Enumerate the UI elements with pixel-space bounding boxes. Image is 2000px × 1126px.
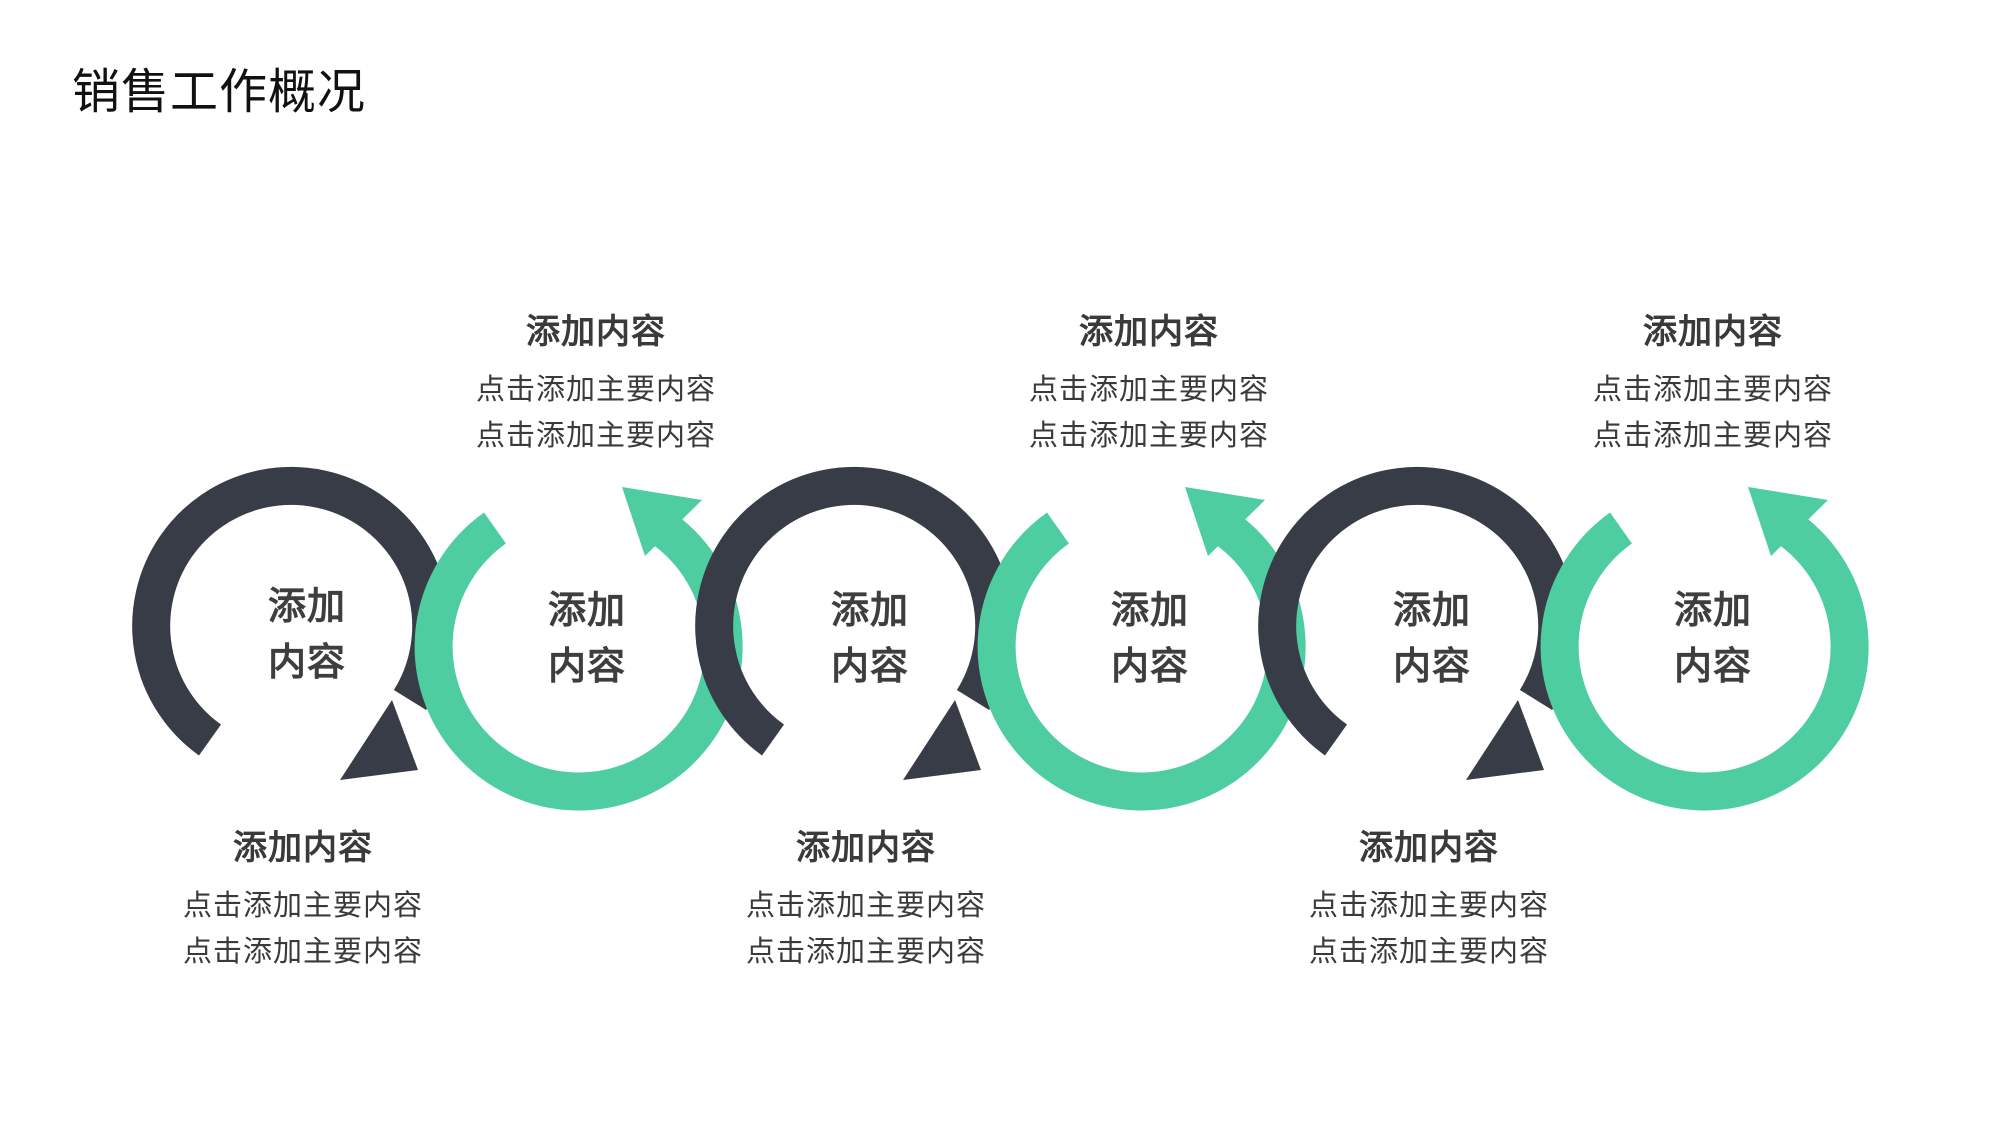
- block-line: 点击添加主要内容: [1592, 418, 1833, 452]
- block-line: 点击添加主要内容: [745, 888, 986, 922]
- block-title: 添加内容: [1643, 312, 1783, 352]
- block-title: 添加内容: [796, 828, 936, 868]
- ring-label-line: 添加: [547, 588, 626, 632]
- ring-label-2: 添加 内容: [502, 582, 672, 694]
- ring-label-6: 添加 内容: [1628, 582, 1798, 694]
- top-text-block-1: 添加内容 点击添加主要内容 点击添加主要内容: [416, 310, 776, 458]
- arrow-head-icon: [1185, 487, 1265, 556]
- bottom-text-block-3: 添加内容 点击添加主要内容 点击添加主要内容: [1249, 826, 1609, 974]
- block-line: 点击添加主要内容: [182, 888, 423, 922]
- ring-label-line: 添加: [267, 584, 346, 628]
- block-line: 点击添加主要内容: [745, 934, 986, 968]
- top-text-block-3: 添加内容 点击添加主要内容 点击添加主要内容: [1533, 310, 1893, 458]
- block-line: 点击添加主要内容: [475, 418, 716, 452]
- block-line: 点击添加主要内容: [1028, 372, 1269, 406]
- ring-label-line: 添加: [1392, 588, 1471, 632]
- ring-label-line: 内容: [1673, 644, 1752, 688]
- ring-label-line: 添加: [1673, 588, 1752, 632]
- arrow-head-icon: [340, 700, 418, 780]
- block-line: 点击添加主要内容: [1592, 372, 1833, 406]
- block-title: 添加内容: [233, 828, 373, 868]
- arrow-head-icon: [903, 700, 981, 780]
- block-line: 点击添加主要内容: [1308, 934, 1549, 968]
- block-line: 点击添加主要内容: [475, 372, 716, 406]
- ring-label-4: 添加 内容: [1065, 582, 1235, 694]
- cycle-ring-6: [1540, 487, 1869, 811]
- ring-arc: [1540, 512, 1869, 811]
- block-line: 点击添加主要内容: [182, 934, 423, 968]
- block-title: 添加内容: [526, 312, 666, 352]
- ring-label-line: 内容: [267, 640, 346, 684]
- ring-label-line: 内容: [1110, 644, 1189, 688]
- ring-label-1: 添加 内容: [222, 578, 392, 690]
- ring-label-line: 添加: [1110, 588, 1189, 632]
- bottom-text-block-2: 添加内容 点击添加主要内容 点击添加主要内容: [686, 826, 1046, 974]
- ring-label-5: 添加 内容: [1347, 582, 1517, 694]
- arrow-head-icon: [1748, 487, 1828, 556]
- ring-label-line: 内容: [830, 644, 909, 688]
- arrow-head-icon: [1466, 700, 1544, 780]
- bottom-text-block-1: 添加内容 点击添加主要内容 点击添加主要内容: [123, 826, 483, 974]
- ring-label-3: 添加 内容: [785, 582, 955, 694]
- top-text-block-2: 添加内容 点击添加主要内容 点击添加主要内容: [969, 310, 1329, 458]
- block-line: 点击添加主要内容: [1028, 418, 1269, 452]
- ring-label-line: 内容: [547, 644, 626, 688]
- arrow-head-icon: [622, 487, 702, 556]
- block-line: 点击添加主要内容: [1308, 888, 1549, 922]
- ring-label-line: 内容: [1392, 644, 1471, 688]
- page-title: 销售工作概况: [72, 64, 367, 120]
- ring-label-line: 添加: [830, 588, 909, 632]
- block-title: 添加内容: [1079, 312, 1219, 352]
- block-title: 添加内容: [1359, 828, 1499, 868]
